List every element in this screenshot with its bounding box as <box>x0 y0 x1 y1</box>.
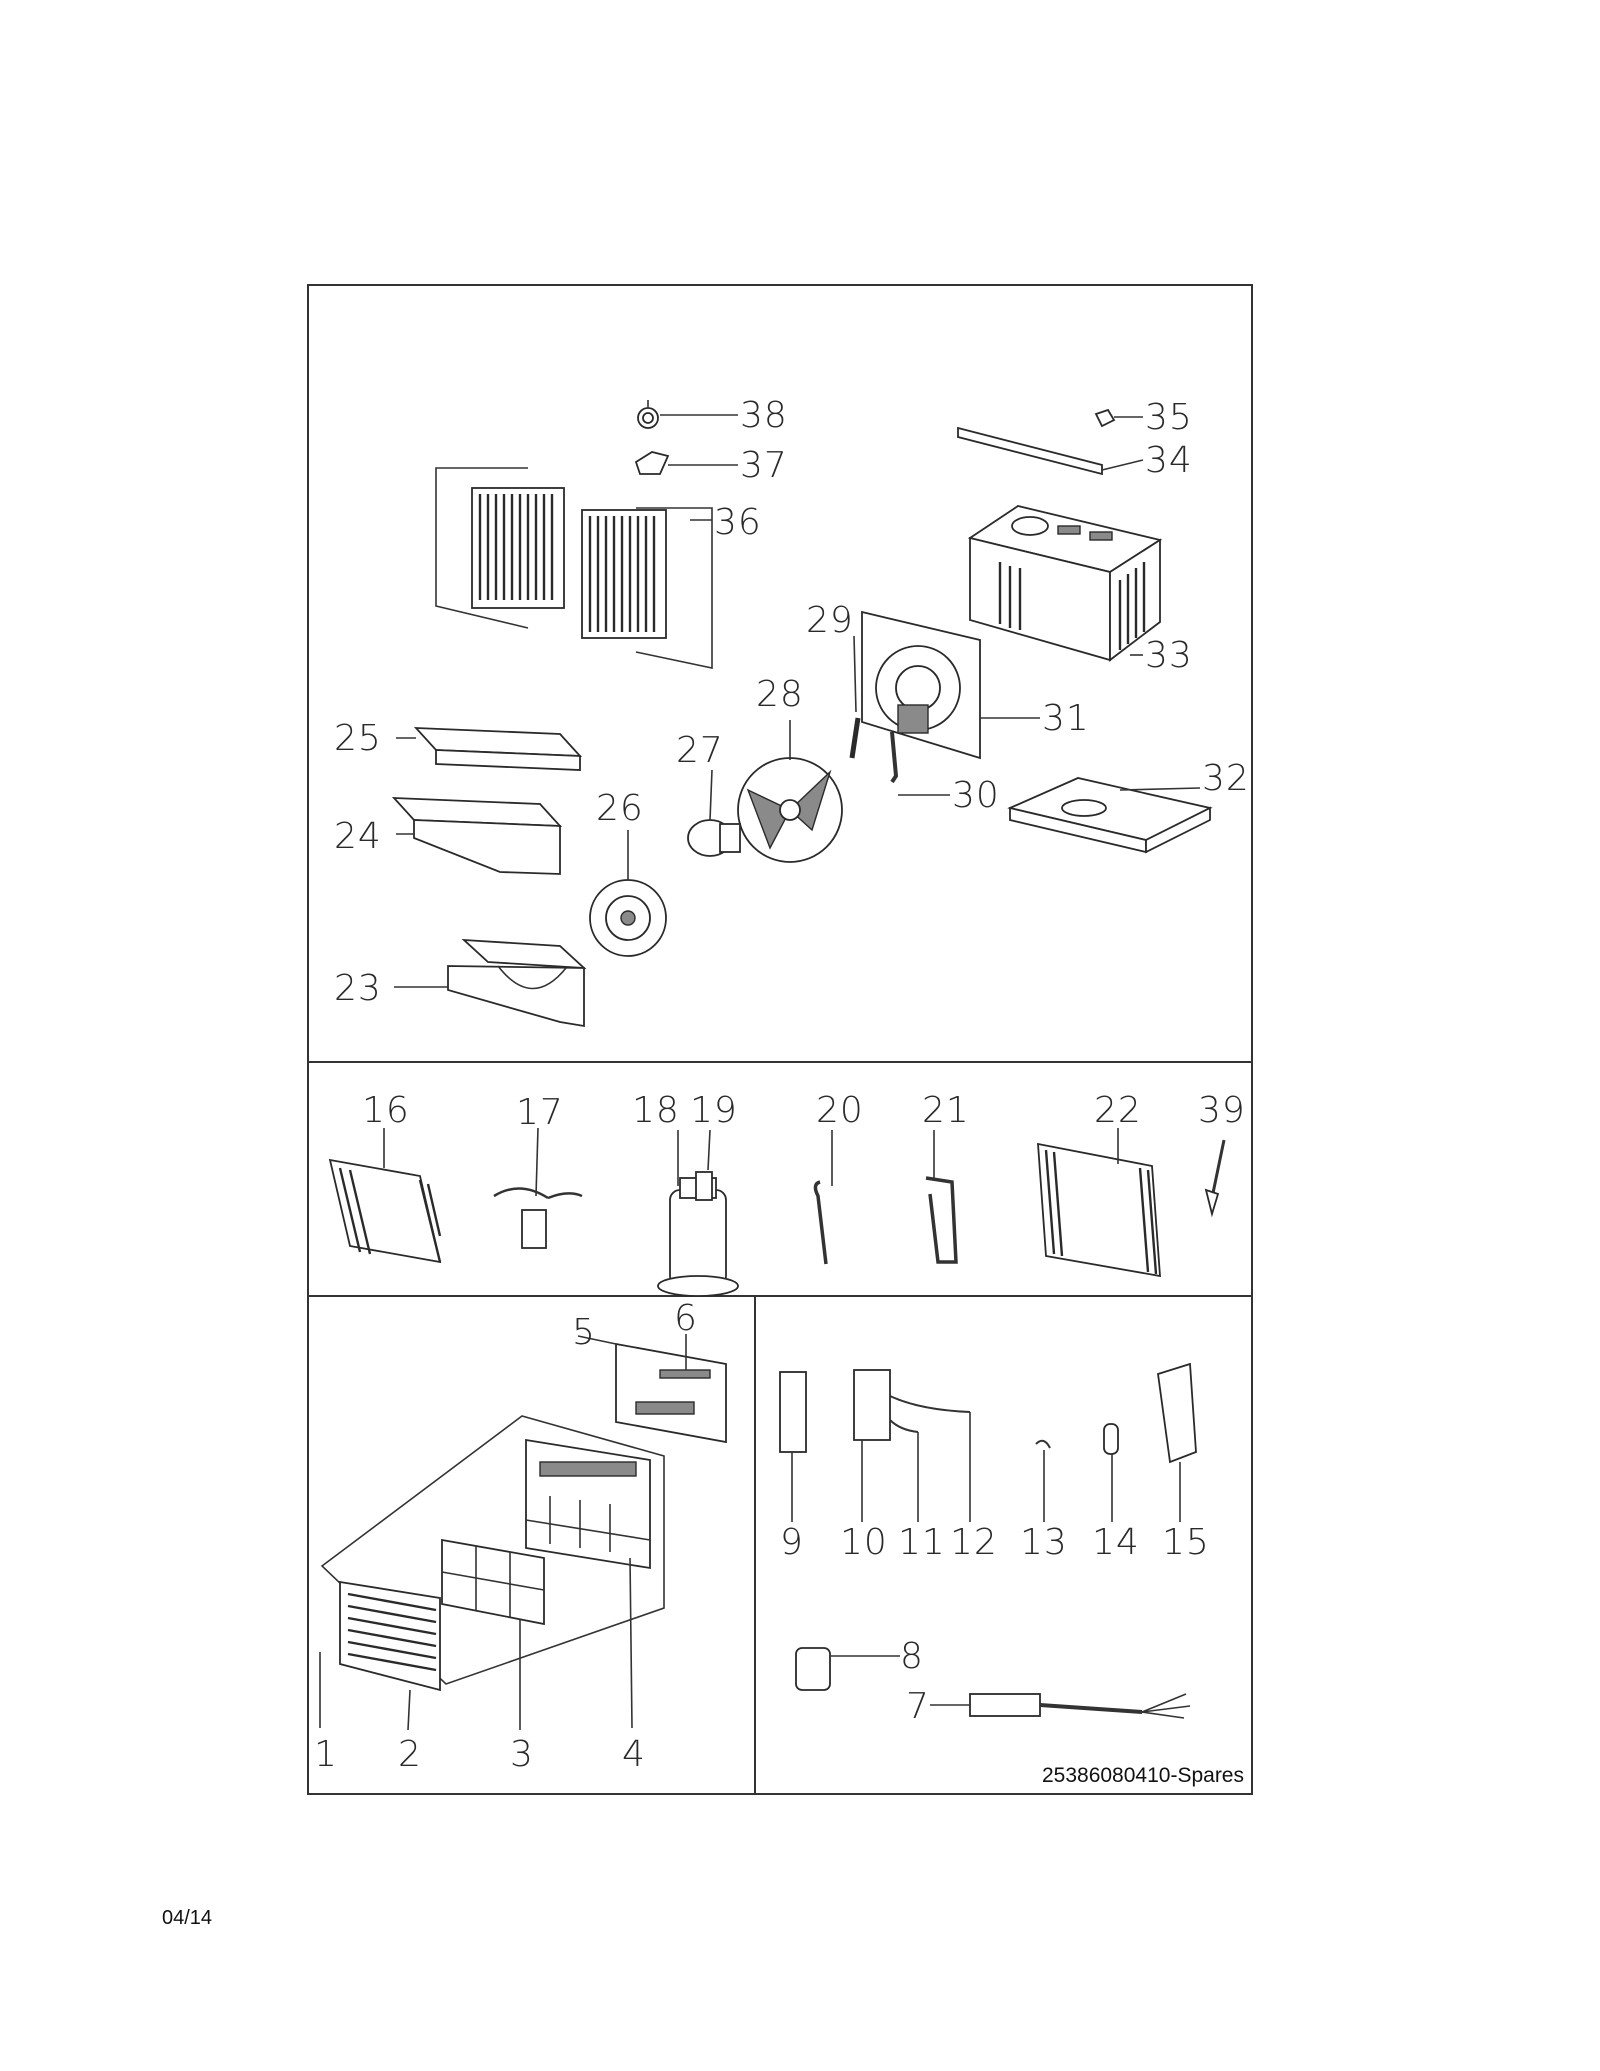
part-37-clip <box>634 451 738 475</box>
part-18-compressor <box>657 1130 739 1297</box>
part-17-valve-assembly <box>493 1127 583 1249</box>
callout-12: 12 <box>950 1522 998 1563</box>
callout-19: 19 <box>690 1090 738 1131</box>
part-32-base-pan <box>1007 777 1213 854</box>
part-15-control-box <box>1157 1362 1197 1522</box>
callout-37: 37 <box>740 445 788 486</box>
part-14-capacitor <box>1103 1423 1119 1522</box>
part-30-bracket <box>890 731 950 796</box>
part-23-housing <box>394 938 587 1028</box>
callout-23: 23 <box>334 968 382 1009</box>
callout-4: 4 <box>622 1734 646 1775</box>
part-11-wire <box>889 1419 919 1522</box>
part-26-blower-wheel <box>589 830 667 957</box>
part-39-thermistor <box>1204 1139 1226 1218</box>
callout-5: 5 <box>572 1312 596 1353</box>
part-33-cabinet <box>967 505 1163 662</box>
callout-17: 17 <box>516 1092 564 1133</box>
callout-35: 35 <box>1145 397 1193 438</box>
callout-13: 13 <box>1020 1522 1068 1563</box>
callout-1: 1 <box>314 1734 338 1775</box>
callout-6: 6 <box>674 1298 698 1339</box>
callout-29: 29 <box>806 600 854 641</box>
part-25-cover <box>396 727 583 771</box>
callout-34: 34 <box>1145 440 1193 481</box>
part-12-wire <box>889 1395 971 1522</box>
part-10-display-board <box>853 1369 891 1522</box>
callout-33: 33 <box>1145 635 1193 676</box>
callout-32: 32 <box>1202 758 1250 799</box>
part-22-condenser <box>1037 1128 1161 1278</box>
part-27-motor <box>687 769 741 857</box>
revision-date: 04/14 <box>162 1907 212 1929</box>
part-8-remote <box>795 1647 900 1691</box>
callout-39: 39 <box>1198 1090 1246 1131</box>
callout-36: 36 <box>714 502 762 543</box>
callout-7: 7 <box>906 1686 930 1727</box>
part-21-tube <box>925 1130 958 1264</box>
part-7-power-cord <box>930 1693 1191 1719</box>
callout-11: 11 <box>898 1522 946 1563</box>
part-20-tube <box>813 1130 833 1265</box>
callout-9: 9 <box>780 1522 804 1563</box>
part-35-bracket <box>1094 408 1143 428</box>
callout-16: 16 <box>362 1090 410 1131</box>
callout-28: 28 <box>756 674 804 715</box>
callout-2: 2 <box>398 1734 422 1775</box>
callout-22: 22 <box>1094 1090 1142 1131</box>
part-2-grille <box>339 1580 441 1731</box>
callout-18: 18 <box>632 1090 680 1131</box>
part-13-clip <box>1035 1439 1051 1522</box>
part-36-side-curtains <box>435 467 713 669</box>
callout-30: 30 <box>952 775 1000 816</box>
callout-14: 14 <box>1092 1522 1140 1563</box>
part-9-pcb <box>779 1371 807 1522</box>
diagram-frame <box>307 284 1253 1795</box>
part-16-evaporator <box>328 1128 442 1264</box>
part-3-filter <box>441 1538 545 1730</box>
callout-10: 10 <box>840 1522 888 1563</box>
callout-38: 38 <box>740 395 788 436</box>
callout-25: 25 <box>334 718 382 759</box>
callout-31: 31 <box>1042 698 1090 739</box>
callout-21: 21 <box>922 1090 970 1131</box>
part-38-spring <box>637 400 738 429</box>
callout-15: 15 <box>1162 1522 1210 1563</box>
callout-20: 20 <box>816 1090 864 1131</box>
callout-8: 8 <box>900 1636 924 1677</box>
drawing-code: 25386080410-Spares <box>1042 1764 1244 1787</box>
part-6-knob-bar <box>659 1334 711 1379</box>
part-19-terminal-cover <box>695 1129 713 1201</box>
callout-27: 27 <box>676 730 724 771</box>
callout-3: 3 <box>510 1734 534 1775</box>
part-4-front-panel <box>525 1438 651 1729</box>
part-29-sensor <box>849 635 861 759</box>
part-24-tray <box>391 797 563 875</box>
part-5-control-panel <box>577 1335 727 1444</box>
callout-24: 24 <box>334 816 382 857</box>
part-28-fan-blade <box>737 720 843 863</box>
part-34-rail <box>957 426 1144 476</box>
part-31-shroud <box>861 610 1040 760</box>
callout-26: 26 <box>596 788 644 829</box>
callout-labels: 38 37 36 35 34 33 31 32 30 29 28 27 26 2… <box>314 395 1250 1775</box>
